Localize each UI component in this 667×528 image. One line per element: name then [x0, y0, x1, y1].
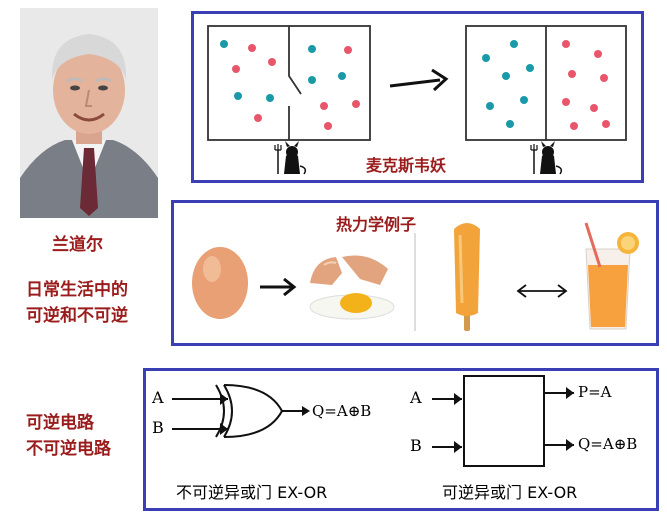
particles-sorted: [482, 40, 610, 130]
xor-caption: 不可逆异或门 EX-OR: [176, 483, 328, 502]
reversible-output-q-label: Q=A⊕B: [578, 435, 638, 453]
reversible-input-b-label: B: [410, 436, 422, 455]
double-arrow-icon: [516, 284, 568, 298]
xor-output-wire: [282, 406, 310, 416]
reversible-gate-box: [463, 375, 545, 467]
circuit-label-line2: 不可逆电路: [26, 439, 111, 459]
xor-input-b-label: B: [152, 418, 164, 437]
arrow-right-icon: [260, 277, 297, 297]
xor-output-label: Q=A⊕B: [312, 402, 372, 420]
circuit-label-line1: 可逆电路: [26, 413, 94, 433]
egg-icon: [192, 247, 248, 319]
reversible-input-wires: [432, 393, 462, 453]
portrait-photo: [20, 8, 158, 218]
maxwell-caption: 麦克斯韦妖: [366, 156, 447, 175]
circuit-diagram: [172, 375, 574, 467]
reversible-caption: 可逆异或门 EX-OR: [442, 483, 578, 502]
circuit-panel: A B Q=A⊕B 不可逆异或门 EX-OR A B P=A Q=A⊕B 可逆异…: [143, 368, 659, 511]
particles-mixed: [220, 40, 360, 130]
juice-glass-icon: [584, 222, 639, 330]
demon-icon: [530, 141, 563, 175]
person-name: 兰道尔: [52, 235, 103, 255]
process-arrow: [389, 68, 449, 92]
reversible-output-p-label: P=A: [578, 383, 612, 401]
thermo-title: 热力学例子: [336, 215, 417, 234]
broken-egg-icon: [309, 255, 395, 320]
thermo-diagram: [192, 222, 639, 331]
popsicle-icon: [454, 223, 480, 331]
everyday-label-line1: 日常生活中的: [26, 280, 128, 300]
reversible-input-a-label: A: [410, 388, 422, 407]
maxwell-demon-panel: 麦克斯韦妖: [191, 11, 644, 183]
reversible-output-wires: [544, 387, 574, 451]
maxwell-diagram: [207, 25, 627, 175]
everyday-label-line2: 可逆和不可逆: [26, 306, 128, 326]
xor-input-a-label: A: [152, 388, 164, 407]
thermo-panel: 热力学例子: [171, 200, 659, 346]
xor-input-wires: [172, 393, 228, 435]
demon-icon: [274, 141, 307, 175]
